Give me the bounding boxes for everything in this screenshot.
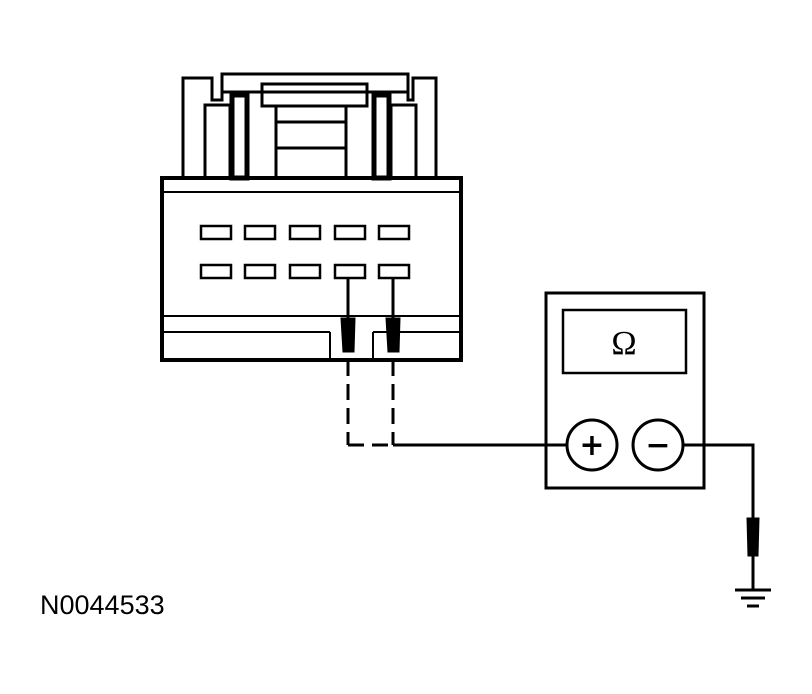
positive-terminal [565, 418, 619, 472]
figure-id: N0044533 [40, 590, 165, 620]
meter-display-symbol: Ω [611, 325, 636, 362]
probe-left [340, 278, 356, 353]
ground-icon [735, 588, 771, 608]
ground-probe [746, 517, 760, 557]
probe-leads-dashed [346, 360, 395, 447]
connector-cavities [199, 224, 411, 280]
positive-terminal-symbol: + [579, 428, 604, 463]
connector-body [160, 176, 463, 362]
probe-icon [340, 278, 401, 353]
ground-lead [683, 443, 760, 590]
connector-latch [181, 72, 438, 181]
connector-icon [160, 72, 463, 362]
probe-right [385, 278, 401, 353]
negative-terminal-symbol: − [645, 428, 670, 463]
ohmmeter-icon: Ω + − [544, 291, 706, 490]
meter-case [544, 291, 706, 490]
meter-display [561, 308, 688, 375]
